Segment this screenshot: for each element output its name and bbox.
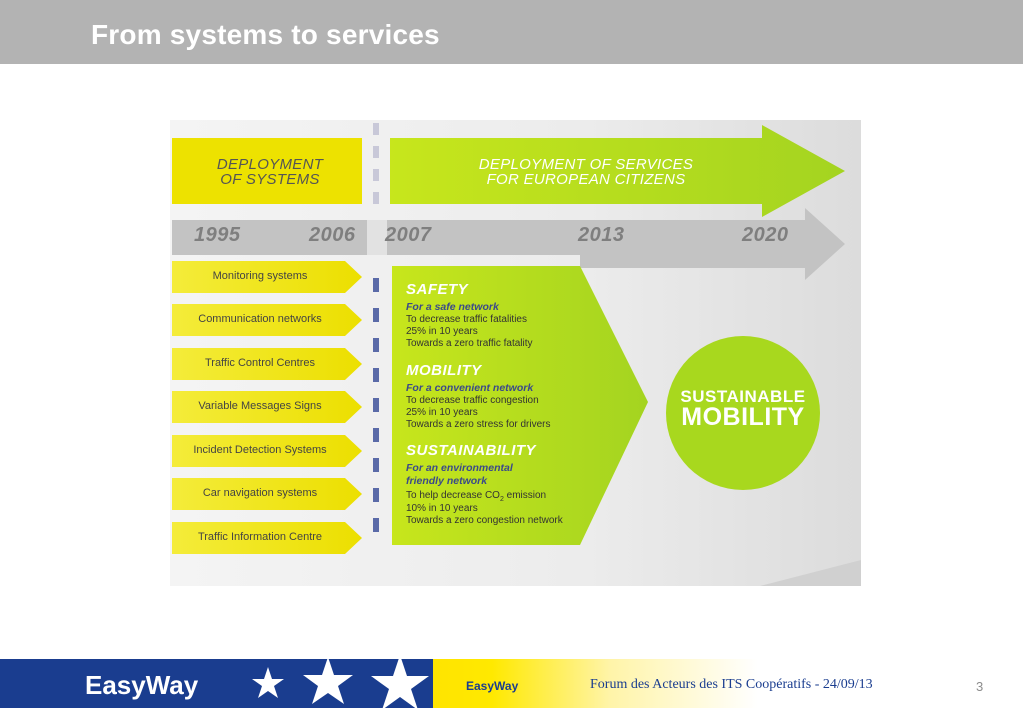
separator-dashes (373, 123, 379, 204)
mobility-line-2: 25% in 10 years (406, 407, 478, 418)
deployment-systems-label: DEPLOYMENT OF SYSTEMS (190, 157, 350, 187)
system-arrows (172, 261, 362, 554)
slide-title: From systems to services (91, 19, 440, 50)
mobility-subtitle: For a convenient network (406, 382, 534, 394)
system-label-monitoring: Monitoring systems (212, 270, 308, 282)
sustainability-title: SUSTAINABILITY (406, 442, 537, 459)
co2-text: To help decrease CO (406, 490, 500, 501)
deployment-services-arrow (390, 125, 845, 217)
stars-icon (252, 659, 429, 708)
footer-info-band (433, 659, 1023, 708)
safety-line-1: To decrease traffic fatalities (406, 314, 527, 325)
deployment-systems-line-2: OF SYSTEMS (220, 171, 320, 188)
sustainability-line-3: Towards a zero congestion network (406, 515, 563, 526)
sustainability-line-2: 10% in 10 years (406, 503, 478, 514)
sustainability-subtitle-1: For an environmental (406, 462, 513, 474)
co2-subscript: 2 (499, 496, 504, 503)
easyway-logo: EasyWay (85, 670, 199, 700)
outcome-line-2: MOBILITY (681, 403, 805, 431)
year-2006: 2006 (309, 224, 356, 246)
deployment-systems-box (172, 138, 362, 204)
mobility-line-1: To decrease traffic congestion (406, 395, 539, 406)
mobility-title: MOBILITY (406, 362, 482, 379)
sustainability-line-1: To help decrease CO2 emission (406, 490, 546, 506)
timeline-diagram: DEPLOYMENT OF SYSTEMS DEPLOYMENT OF SERV… (170, 120, 861, 586)
sustainable-mobility-circle (666, 336, 820, 490)
system-label-communication: Communication networks (198, 313, 322, 325)
page-number: 3 (976, 679, 984, 694)
timeline-gap (367, 220, 387, 255)
timeline-arrow (172, 208, 845, 280)
footer-event: Forum des Acteurs des ITS Coopératifs - … (590, 677, 873, 692)
separator-dashes-lower (373, 278, 379, 532)
slide-header: From systems to services (0, 0, 1023, 64)
year-1995: 1995 (194, 224, 241, 246)
deployment-services-line-2: FOR EUROPEAN CITIZENS (486, 171, 686, 188)
footer-brand: EasyWay (466, 679, 519, 693)
deployment-services-line-1: DEPLOYMENT OF SERVICES (478, 156, 694, 173)
year-2007: 2007 (385, 224, 432, 246)
mobility-line-3: Towards a zero stress for drivers (406, 419, 551, 430)
sustainability-subtitle-2: friendly network (406, 475, 488, 487)
services-big-arrow (392, 266, 648, 545)
deployment-services-label: DEPLOYMENT OF SERVICES FOR EUROPEAN CITI… (476, 157, 696, 187)
system-label-car-navigation: Car navigation systems (202, 487, 318, 499)
year-2020: 2020 (742, 224, 789, 246)
safety-title: SAFETY (406, 281, 469, 298)
system-label-traffic-info: Traffic Information Centre (197, 531, 323, 543)
system-label-traffic-control: Traffic Control Centres (204, 357, 316, 369)
footer-logo-band: EasyWay (0, 659, 433, 708)
outcome-line-1: SUSTAINABLE (680, 387, 806, 406)
diagram-graphics (170, 120, 861, 586)
corner-wedge (760, 560, 861, 586)
safety-line-2: 25% in 10 years (406, 326, 478, 337)
safety-subtitle: For a safe network (406, 301, 499, 313)
year-2013: 2013 (578, 224, 625, 246)
deployment-systems-line-1: DEPLOYMENT (216, 156, 324, 173)
system-label-incident-detection: Incident Detection Systems (193, 444, 327, 456)
safety-line-3: Towards a zero traffic fatality (406, 338, 533, 349)
system-label-vms: Variable Messages Signs (198, 400, 322, 412)
emission-text: emission (503, 490, 547, 501)
slide-footer: EasyWay EasyWay Forum des Acteurs des IT… (0, 659, 1023, 708)
